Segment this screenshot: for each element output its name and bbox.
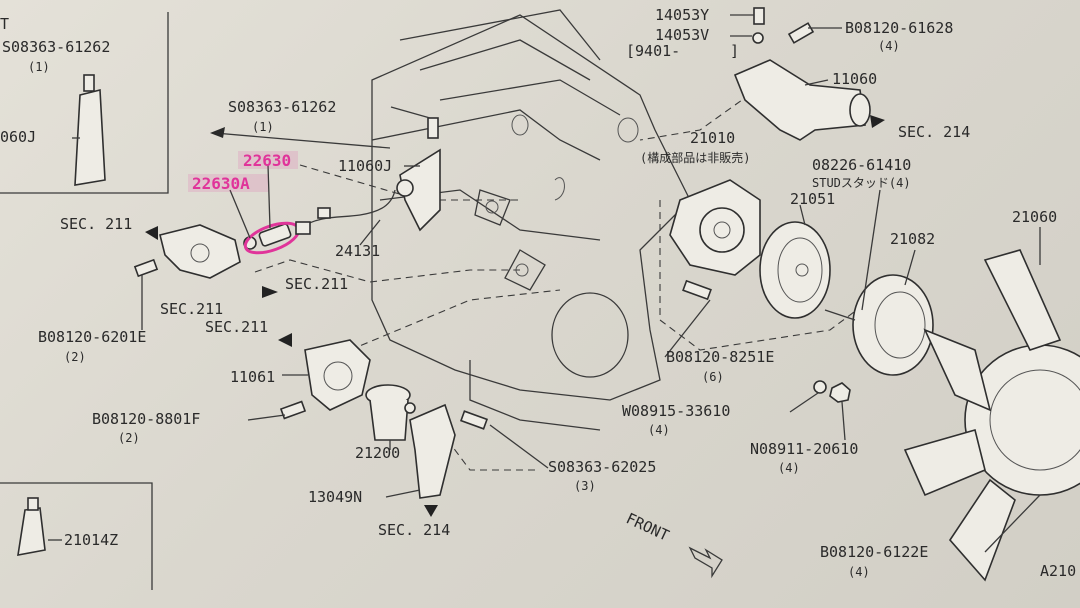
label-11060: 11060 xyxy=(832,70,877,88)
label-s-08363-62025: S08363-62025 xyxy=(548,458,656,476)
stud-08226-61410 xyxy=(824,309,856,321)
label-front: FRONT xyxy=(623,509,672,544)
label-21082: 21082 xyxy=(890,230,935,248)
label-b-08120-61628: B08120-61628 xyxy=(845,19,953,37)
label-leaders xyxy=(48,14,1041,553)
water-pump-21010 xyxy=(669,179,761,276)
label-qty-4-d: (4) xyxy=(848,565,870,579)
label-n-08911-20610: N08911-20610 xyxy=(750,440,858,458)
label-21060: 21060 xyxy=(1012,208,1057,226)
label-stud: STUDスタッド(4) xyxy=(812,176,911,190)
label-11060j: 11060J xyxy=(338,157,392,175)
label-21200: 21200 xyxy=(355,444,400,462)
bolt-08120-8801f xyxy=(279,400,307,420)
inset-box-bottom-left xyxy=(0,482,153,590)
bolt-08363-62025 xyxy=(459,410,489,430)
label-qty-1-a: (1) xyxy=(28,60,50,74)
engine-block-outline xyxy=(371,9,691,431)
label-13049n: 13049N xyxy=(308,488,362,506)
label-a210: A210 xyxy=(1040,562,1076,580)
label-t-top: T xyxy=(0,15,9,33)
water-inlet-11061 xyxy=(278,333,371,411)
thermostat-21200 xyxy=(365,384,416,441)
label-qty-4-c: (4) xyxy=(778,461,800,475)
front-arrow xyxy=(688,546,723,579)
arrow-sec211-b xyxy=(262,286,278,298)
label-21014z: 21014Z xyxy=(64,531,118,549)
label-qty-6: (6) xyxy=(702,370,724,384)
label-060j: 060J xyxy=(0,128,36,146)
inset-part-21014z xyxy=(17,497,46,556)
inset-box-top-left xyxy=(0,12,169,194)
label-sec211-c: SEC.211 xyxy=(160,300,223,318)
label-qty-3: (3) xyxy=(574,479,596,493)
label-24131: 24131 xyxy=(335,242,380,260)
fan-21060 xyxy=(903,249,1080,582)
label-b-08120-8801f: B08120-8801F xyxy=(92,410,200,428)
label-b-08120-8251e: B08120-8251E xyxy=(666,348,774,366)
label-qty-2-a: (2) xyxy=(64,350,86,364)
sensor-22630 xyxy=(243,221,301,255)
washer-08915-33610 xyxy=(813,380,827,394)
label-08226-61410: 08226-61410 xyxy=(812,156,911,174)
bolt-08120-61628 xyxy=(787,22,815,44)
label-w-08915-33610: W08915-33610 xyxy=(622,402,730,420)
label-qty-2-b: (2) xyxy=(118,431,140,445)
label-21051: 21051 xyxy=(790,190,835,208)
highlight-22630a xyxy=(188,174,268,192)
direction-arrow xyxy=(210,127,391,149)
label-qty-4-a: (4) xyxy=(878,39,900,53)
label-22630a: 22630A xyxy=(192,174,250,193)
label-9401: [9401- xyxy=(626,42,680,60)
label-14053y: 14053Y xyxy=(655,6,709,24)
highlight-22630 xyxy=(238,151,298,169)
bracket-11060j xyxy=(396,117,441,232)
water-outlet-housing xyxy=(145,224,241,279)
label-note-jp: (構成部品は非販売) xyxy=(640,150,750,165)
label-22630: 22630 xyxy=(243,151,291,170)
label-sec214-a: SEC. 214 xyxy=(378,521,450,539)
label-14053v: 14053V xyxy=(655,26,709,44)
label-bracket-close: ] xyxy=(730,42,739,60)
label-sec211-a: SEC. 211 xyxy=(60,215,132,233)
harness-24131 xyxy=(295,189,396,235)
label-sec214-b: SEC. 214 xyxy=(898,123,970,141)
label-s-08363-61262-b: S08363-61262 xyxy=(228,98,336,116)
label-s-08363-61262-a: S08363-61262 xyxy=(2,38,110,56)
bolt-14053y xyxy=(752,7,765,44)
label-21010: 21010 xyxy=(690,129,735,147)
fan-coupling-21082 xyxy=(852,274,934,376)
bolt-08120-6201e xyxy=(133,258,159,278)
label-sec211-d: SEC.211 xyxy=(205,318,268,336)
inset-bracket xyxy=(74,74,106,186)
label-b-08120-6122e: B08120-6122E xyxy=(820,543,928,561)
label-qty-1-b: (1) xyxy=(252,120,274,134)
nut-08911-20610 xyxy=(829,382,851,403)
bolt-08120-8251e xyxy=(682,279,712,301)
label-b-08120-6201e: B08120-6201E xyxy=(38,328,146,346)
label-qty-4-b: (4) xyxy=(648,423,670,437)
water-inlet-13049n xyxy=(409,403,456,517)
pulley-21051 xyxy=(759,221,831,319)
label-sec211-b: SEC.211 xyxy=(285,275,348,293)
label-11061: 11061 xyxy=(230,368,275,386)
bracket-11060 xyxy=(733,59,885,141)
